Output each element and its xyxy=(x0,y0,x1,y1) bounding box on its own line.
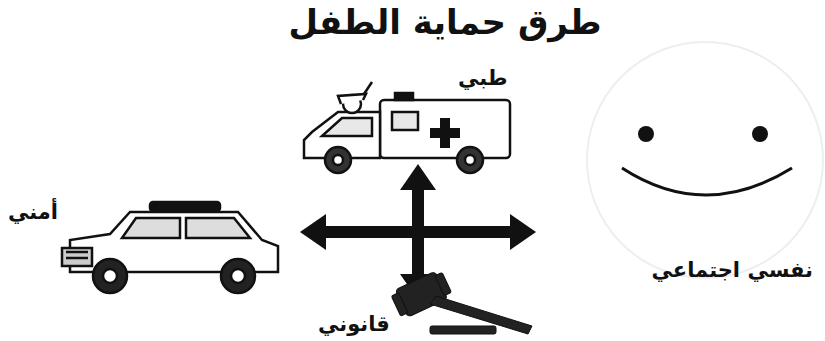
security-label: أمني xyxy=(8,200,58,224)
diagram-title: طرق حماية الطفل xyxy=(288,2,601,42)
legal-label: قانوني xyxy=(318,312,390,336)
gavel xyxy=(390,269,532,334)
ambulance xyxy=(304,82,510,173)
smiley-face xyxy=(587,42,823,278)
medical-label: طبي xyxy=(458,66,508,90)
police-car xyxy=(62,202,278,293)
psychosocial-label: نفسي اجتماعي xyxy=(652,258,813,282)
